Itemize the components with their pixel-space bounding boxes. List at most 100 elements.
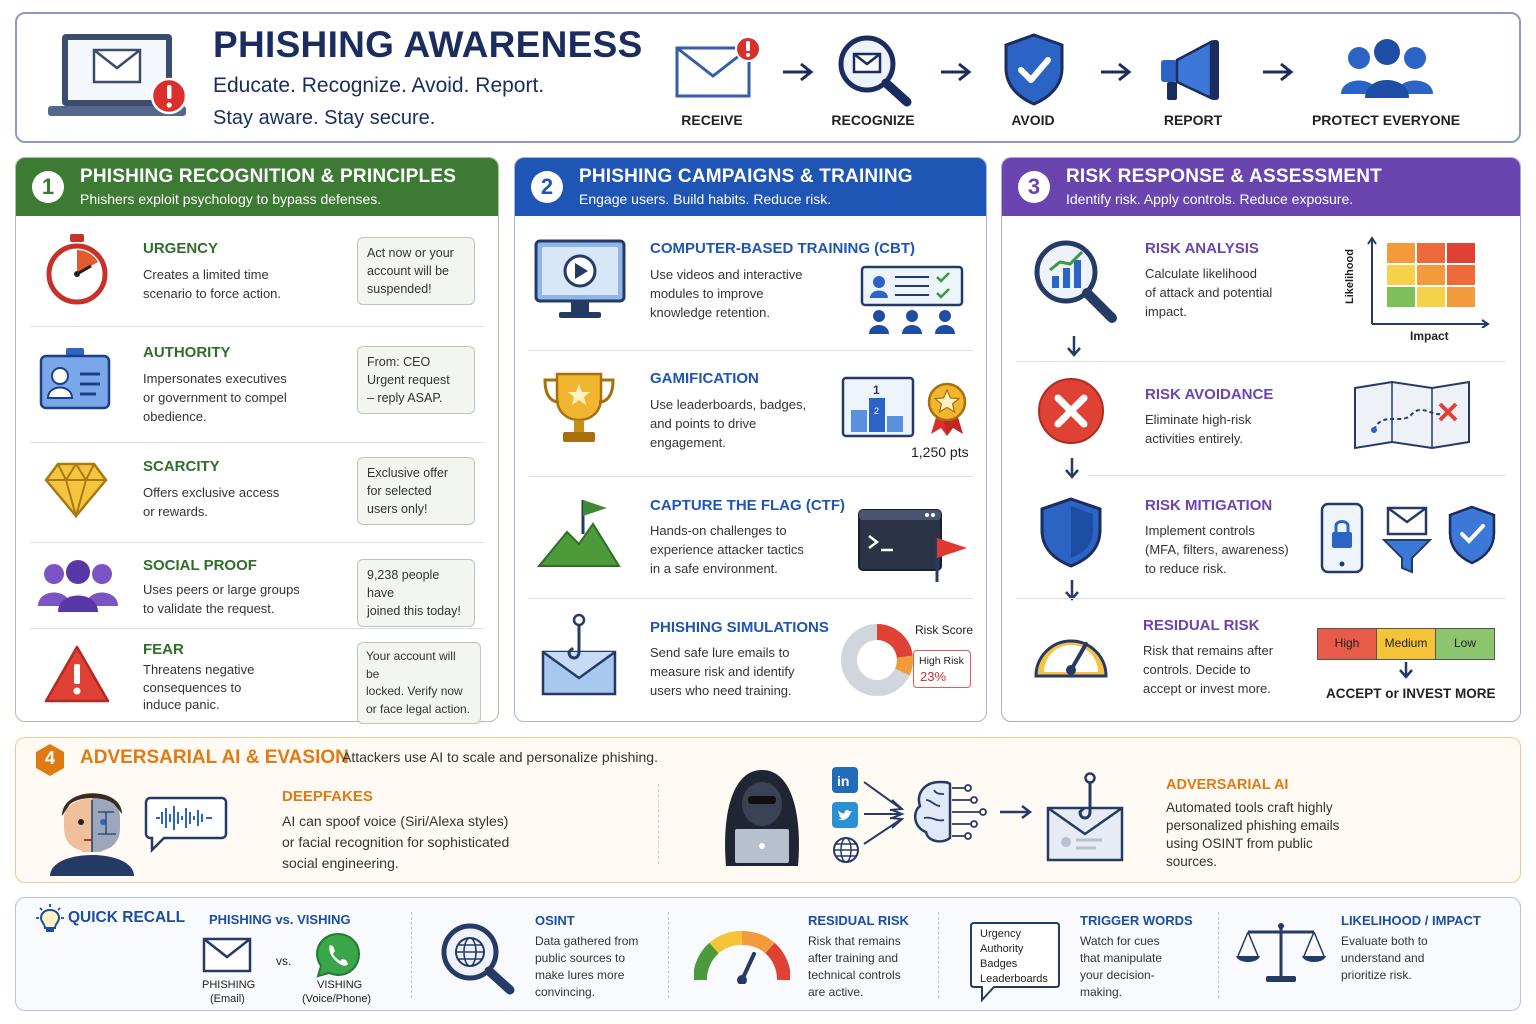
arrow-right-icon [781,62,815,82]
divider [1088,475,1506,476]
id-badge-icon [38,346,112,412]
section-number: 4 [44,748,55,768]
presentation-checklist-icon [859,264,965,336]
arrow-down-icon [1062,578,1082,602]
vishing-sub: (Voice/Phone) [302,993,372,1005]
urgency-title: URGENCY [143,240,219,257]
magnifier-chart-icon [1030,236,1120,326]
trigger-words-desc: Watch for cues that manipulate your deci… [1080,934,1163,999]
risk-mitigation-title: RISK MITIGATION [1145,497,1273,514]
arrow-down-icon [1064,334,1084,358]
svg-text:in: in [837,773,849,789]
cbt-title: COMPUTER-BASED TRAINING (CBT) [650,240,915,257]
section-subtitle: Engage users. Build habits. Reduce risk. [579,191,832,207]
residual-risk-desc: Risk that remains after controls. Decide… [1143,643,1274,696]
likelihood-impact-title: LIKELIHOOD / IMPACT [1341,913,1481,928]
trigger-words-title: TRIGGER WORDS [1080,913,1193,928]
deepfakes-title: DEEPFAKES [282,788,373,805]
ctf-title: CAPTURE THE FLAG (CTF) [650,497,845,514]
risk-score-donut [837,620,917,700]
quick-recall-bar: QUICK RECALL PHISHING vs. VISHING PHISHI… [15,897,1521,1011]
scarcity-desc: Offers exclusive access or rewards. [143,485,280,519]
fear-title: FEAR [143,641,184,658]
risk-analysis-title: RISK ANALYSIS [1145,240,1259,257]
vishing-label: VISHING [317,979,363,991]
filter-envelope-icon [1382,506,1432,576]
stopwatch-icon [44,232,110,306]
twitter-icon [832,802,858,828]
shield-icon [1038,496,1104,568]
social-proof-desc: Uses peers or large groups to validate t… [143,582,300,616]
matrix-y-label: Likelihood [1344,249,1356,304]
risk-analysis-desc: Calculate likelihood of attack and poten… [1145,266,1273,319]
section-number: 2 [531,171,563,203]
group-icon [1339,36,1435,102]
phone-lock-icon [1320,502,1364,574]
divider [529,598,973,599]
residual-risk-title: RESIDUAL RISK [1143,617,1260,634]
converging-arrows-icon [862,778,908,848]
arrow-right-icon [998,804,1034,820]
urgency-quote: Act now or your account will be suspende… [357,237,475,305]
arrow-right-icon [939,62,973,82]
urgency-desc: Creates a limited time scenario to force… [143,267,282,301]
section-title: PHISHING CAMPAIGNS & TRAINING [579,166,913,187]
flow-label-protect-everyone: PROTECT EVERYONE [1311,112,1461,128]
likelihood-impact-desc: Evaluate both to understand and prioriti… [1341,934,1428,982]
risk-score-label: Risk Score [915,623,974,637]
fear-desc: Threatens negative consequences to induc… [143,662,255,712]
arrow-down-icon [1396,660,1416,680]
phishing-label: PHISHING [202,979,256,991]
high-risk-value: 23% [920,669,947,684]
scale-low: Low [1436,629,1494,659]
gamification-title: GAMIFICATION [650,370,759,387]
linkedin-icon: in [832,767,858,793]
divider [938,912,939,998]
section-header: 3 RISK RESPONSE & ASSESSMENT Identify ri… [1002,158,1520,216]
flow-label-report: REPORT [1163,112,1223,128]
lightbulb-icon [36,904,64,934]
section-header: 1 PHISHING RECOGNITION & PRINCIPLES Phis… [16,158,498,216]
phone-chat-icon [314,932,362,978]
social-proof-quote: 9,238 people have joined this today! [357,559,475,627]
arrow-right-icon [1099,62,1133,82]
divider [1218,912,1219,998]
authority-quote: From: CEO Urgent request – reply ASAP. [357,346,475,414]
globe-icon [832,836,860,864]
decision-label: ACCEPT or INVEST MORE [1326,686,1496,701]
section-risk: 3 RISK RESPONSE & ASSESSMENT Identify ri… [1001,157,1521,722]
magnifier-envelope-icon [835,32,915,108]
osint-title: OSINT [535,913,575,928]
page-title: PHISHING AWARENESS [213,24,643,65]
scarcity-quote: Exclusive offer for selected users only! [357,457,475,525]
shield-check-icon [1001,32,1067,106]
risk-avoidance-title: RISK AVOIDANCE [1145,386,1274,403]
ai-brain-icon [910,776,1002,846]
risk-scale: High Medium Low [1317,628,1495,660]
people-group-icon [38,558,118,614]
simulations-title: PHISHING SIMULATIONS [650,619,829,636]
risk-mitigation-desc: Implement controls (MFA, filters, awaren… [1145,523,1289,576]
face-ai-icon [44,782,140,876]
scales-icon [1236,920,1326,986]
divider [658,784,659,864]
section-title: RISK RESPONSE & ASSESSMENT [1066,166,1382,187]
scale-high: High [1318,629,1376,659]
phishing-sub: (Email) [210,993,245,1005]
simulations-desc: Send safe lure emails to measure risk an… [650,645,795,698]
monitor-play-icon [533,238,627,322]
matrix-x-label: Impact [1410,329,1449,343]
section-campaigns: 2 PHISHING CAMPAIGNS & TRAINING Engage u… [514,157,987,722]
section-subtitle: Identify risk. Apply controls. Reduce ex… [1066,191,1354,207]
envelope-alert-icon [673,34,763,104]
divider [30,628,484,629]
divider [411,912,412,998]
divider [529,476,973,477]
adversarial-ai-title: ADVERSARIAL AI [1166,777,1289,793]
risk-avoidance-desc: Eliminate high-risk activities entirely. [1145,412,1252,446]
section-subtitle: Phishers exploit psychology to bypass de… [80,191,382,207]
section-number: 3 [1018,171,1050,203]
trophy-icon [539,368,619,448]
points-value: 1,250 pts [911,444,969,460]
osint-desc: Data gathered from public sources to mak… [535,934,639,999]
